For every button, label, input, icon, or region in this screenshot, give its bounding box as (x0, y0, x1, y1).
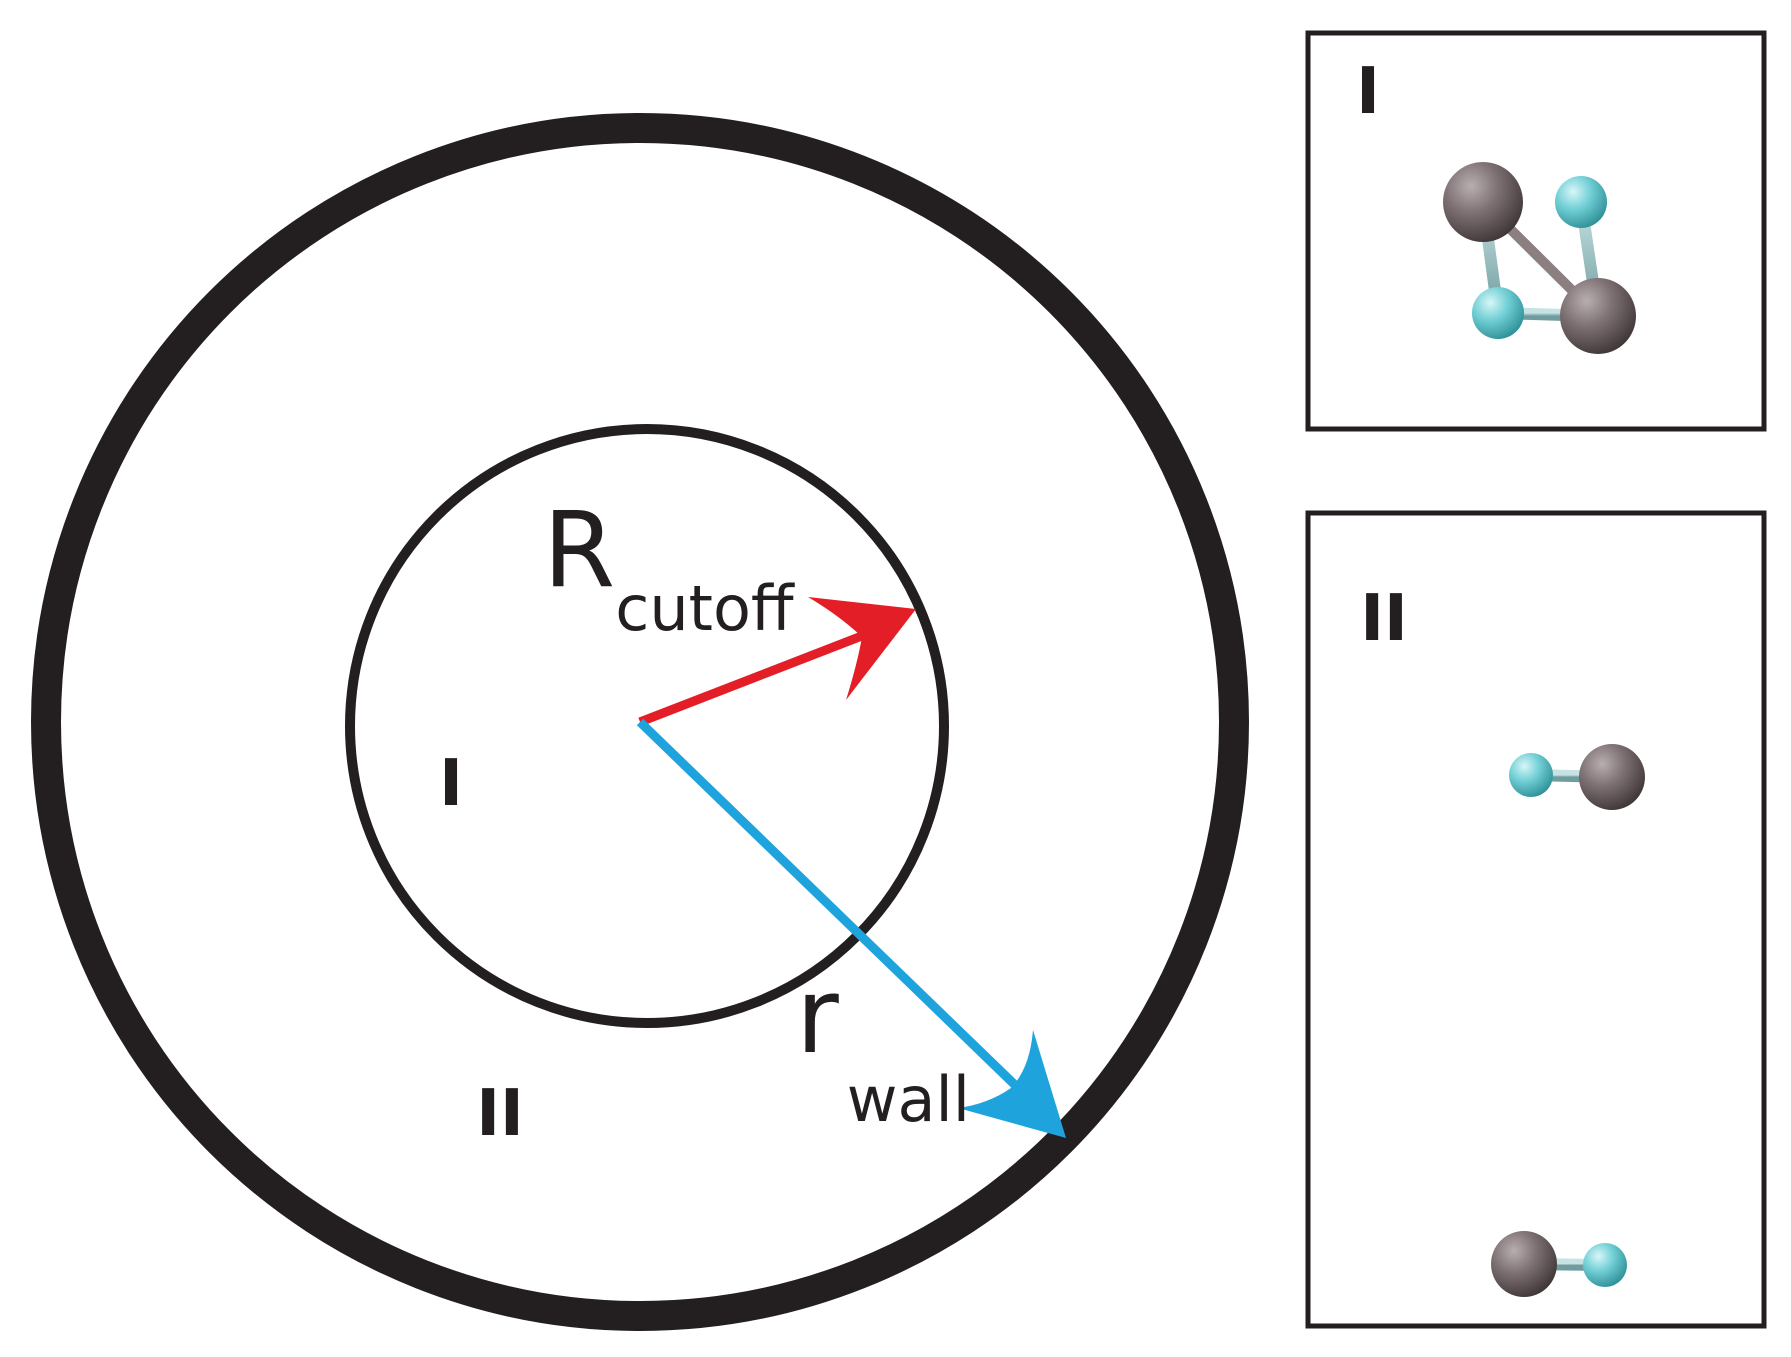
light-atom (1555, 176, 1607, 228)
molecule-pair (1491, 1231, 1627, 1297)
cutoff-arrow (638, 597, 916, 727)
panel-frame (1305, 30, 1767, 432)
region-label-outer: II (476, 1077, 524, 1151)
wall-radius-subscript: wall (847, 1063, 970, 1136)
cutoff-circle (345, 424, 949, 1028)
light-atom (1583, 1243, 1627, 1287)
heavy-atom (1560, 278, 1636, 354)
outer-wall-circle (31, 113, 1249, 1331)
light-atom (1472, 287, 1524, 339)
panel-region-2: II (1305, 510, 1767, 1329)
wall-radius-label: rwall (796, 955, 970, 1136)
cutoff-radius-symbol: R (543, 489, 615, 611)
wall-radius-symbol: r (796, 955, 839, 1077)
heavy-atom (1491, 1231, 1557, 1297)
panel-frame (1305, 510, 1767, 1329)
region-label-inner: I (439, 747, 463, 821)
cutoff-radius-label: Rcutoff (543, 489, 795, 645)
panel-region-1: I (1305, 30, 1767, 432)
molecule-pair (1509, 744, 1645, 810)
heavy-atom (1443, 162, 1523, 242)
light-atom (1509, 753, 1553, 797)
wall-arrow (636, 718, 1066, 1138)
molecule-cluster (1443, 162, 1636, 354)
panel-label: I (1356, 55, 1380, 129)
heavy-atom (1579, 744, 1645, 810)
panel-label: II (1360, 582, 1408, 656)
cutoff-radius-subscript: cutoff (615, 572, 795, 645)
